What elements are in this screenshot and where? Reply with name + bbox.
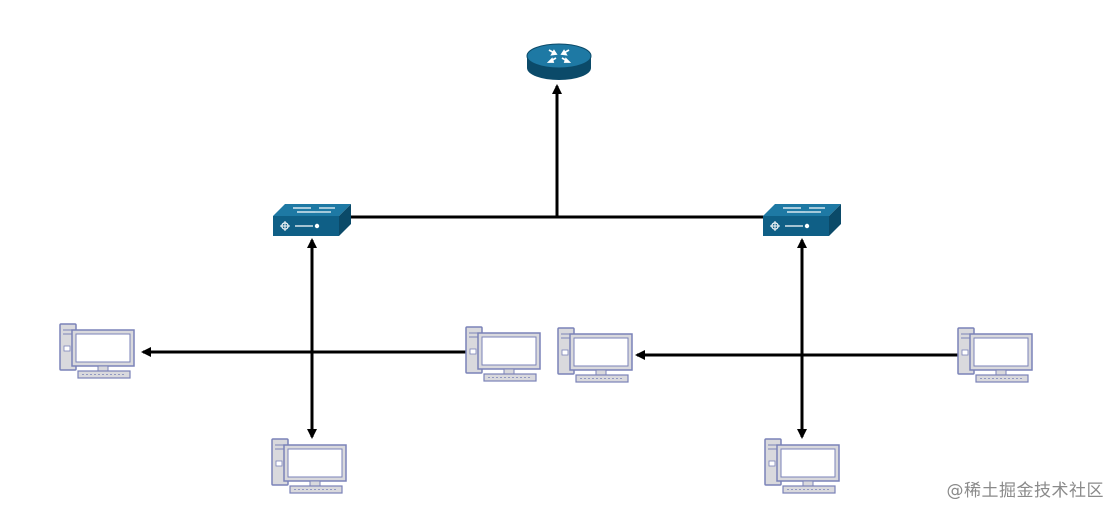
router-icon (526, 43, 592, 81)
computer-icon (465, 326, 541, 382)
computer-icon (59, 323, 135, 379)
switch-icon (762, 203, 842, 237)
computer-icon (557, 327, 633, 383)
watermark: @稀土掘金技术社区 (946, 481, 1104, 501)
computer-icon (957, 327, 1033, 383)
computer-icon (271, 438, 347, 494)
computer-icon (764, 438, 840, 494)
switch-icon (272, 203, 352, 237)
